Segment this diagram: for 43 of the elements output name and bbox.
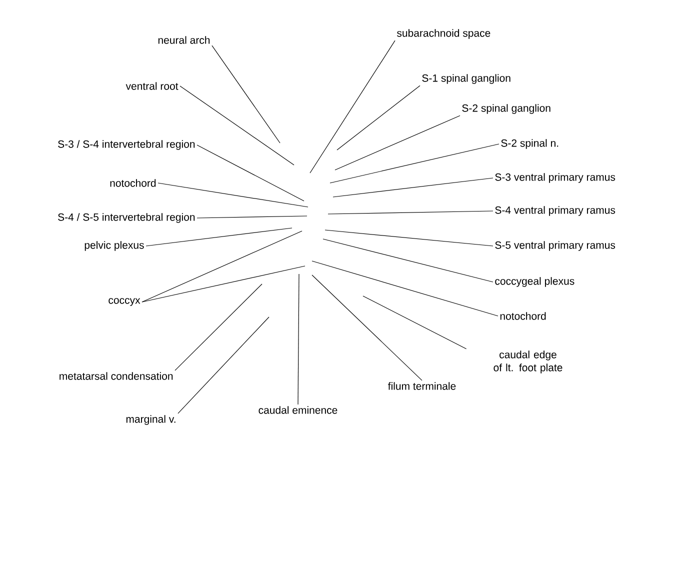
leader-line (332, 178, 494, 198)
leader-line (322, 238, 494, 282)
label: S-4 / S-5 intervertebral region (58, 213, 195, 223)
label: pelvic plexus (84, 241, 144, 251)
label: S-3 ventral primary ramus (495, 173, 616, 183)
leader-line (298, 274, 300, 405)
leader-line (324, 230, 494, 246)
label: S-4 ventral primary ramus (495, 206, 616, 216)
leader-line (180, 86, 294, 166)
label: S-5 ventral primary ramus (495, 241, 616, 251)
label: coccygeal plexus (495, 277, 574, 287)
leader-line (334, 115, 460, 170)
label: notochord (500, 312, 546, 320)
label: neural arch (158, 36, 210, 44)
leader-line (312, 260, 498, 316)
label: S-2 spinal n. (501, 139, 558, 149)
leader-line (330, 144, 500, 184)
leader-line (146, 228, 292, 246)
label: caudal eminence (258, 406, 338, 414)
label: metatarsal condensation (60, 372, 173, 380)
leader-line (142, 266, 306, 302)
leader-line (196, 216, 308, 218)
leader-line (212, 45, 280, 144)
label: ventral root (126, 82, 178, 90)
label: S-1 spinal ganglion (422, 74, 510, 84)
leader-line (142, 230, 302, 302)
leader-line (174, 284, 262, 371)
leader-line (158, 182, 308, 208)
leader-line (312, 274, 422, 381)
leader-line (362, 296, 467, 350)
label: notochord (110, 179, 156, 187)
leader-line (196, 144, 304, 202)
label: S-3 / S-4 intervertebral region (58, 140, 195, 150)
label: marginal v. (126, 415, 176, 425)
leader-line (178, 316, 270, 414)
label: filum terminale (388, 382, 456, 390)
leader-line (310, 40, 396, 174)
label: coccyx (108, 298, 140, 306)
label: subarachnoid space (397, 29, 490, 39)
leader-line (328, 210, 494, 214)
leader-line (336, 85, 420, 150)
label: S-2 spinal ganglion (462, 104, 550, 114)
label: caudal edge of lt. foot plate (494, 350, 562, 374)
